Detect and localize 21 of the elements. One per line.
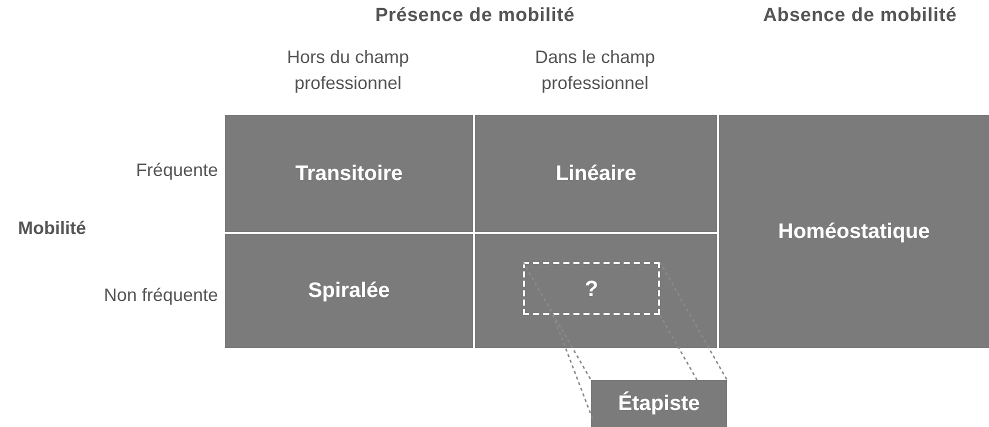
category-cell [475, 115, 717, 232]
axis-label: Absence de mobilité [762, 4, 958, 28]
cell-label: Transitoire [295, 160, 403, 187]
cell-label: Linéaire [556, 160, 636, 187]
category-cell [225, 234, 473, 348]
axis-label: Hors du champ professionnel [286, 46, 410, 95]
axis-label: Fréquente [134, 159, 218, 182]
category-cell [719, 115, 989, 348]
dashed-box [523, 262, 660, 315]
axis-label: Présence de mobilité [374, 4, 576, 28]
cell-label: Spiralée [308, 278, 390, 304]
empty-cell [475, 234, 717, 348]
cell-label: Étapiste [618, 390, 700, 417]
axis-label: Non fréquente [102, 284, 218, 307]
axis-label: Mobilité [18, 217, 87, 240]
axis-label: Dans le champ professionnel [534, 46, 656, 95]
cell-label: Homéostatique [778, 218, 930, 245]
cell-label: ? [584, 275, 598, 303]
category-cell [591, 380, 727, 427]
projection-lines [522, 261, 728, 421]
category-cell [225, 115, 473, 232]
